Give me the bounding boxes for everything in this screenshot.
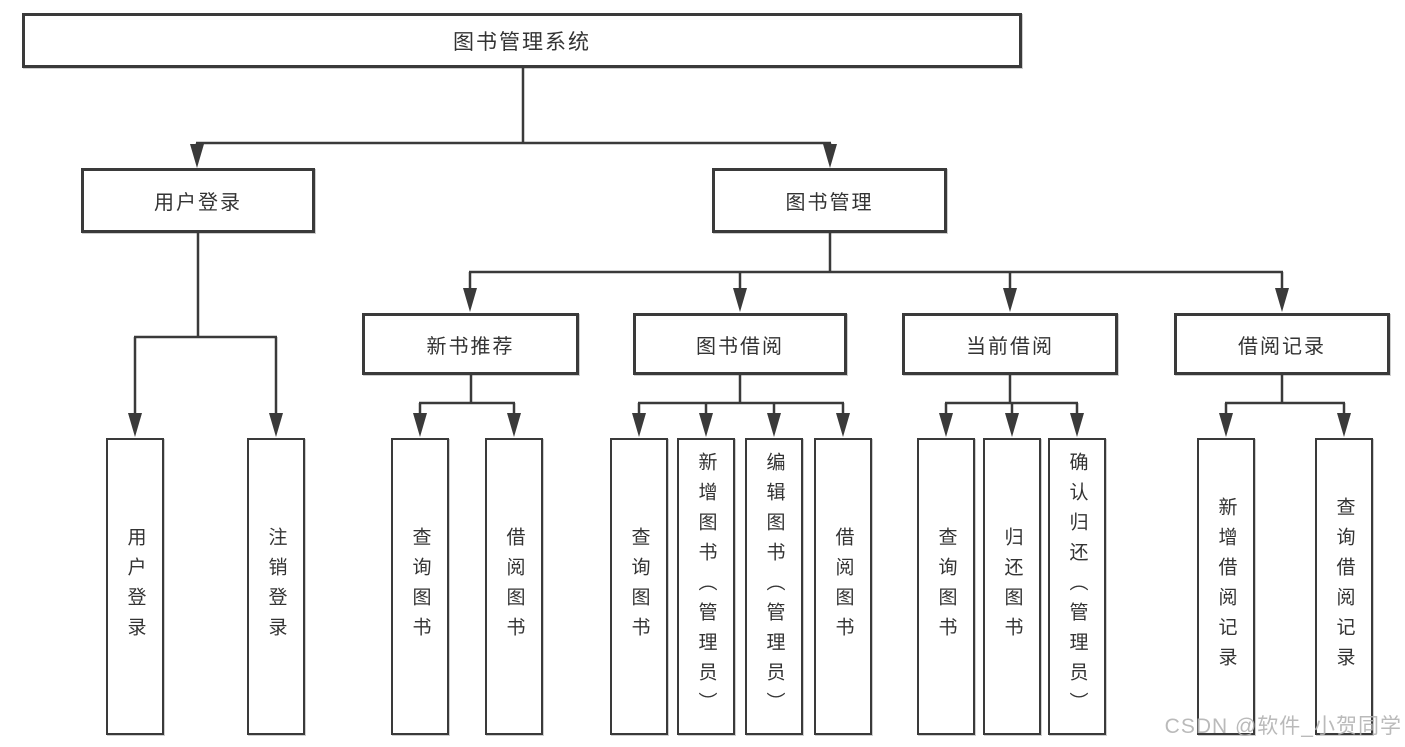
leaf-add-borrow-record: 新增借阅记录 bbox=[1197, 438, 1255, 735]
leaf-label: 用户登录 bbox=[124, 526, 146, 647]
leaf-label: 编辑图书（管理员） bbox=[763, 451, 785, 722]
leaf-label: 新增借阅记录 bbox=[1215, 496, 1237, 677]
leaf-borrow-books-recommend: 借阅图书 bbox=[485, 438, 543, 735]
leaf-query-books-borrowing: 查询图书 bbox=[610, 438, 668, 735]
leaf-label: 查询图书 bbox=[409, 526, 431, 647]
node-user-login: 用户登录 bbox=[81, 168, 315, 233]
node-label: 图书管理系统 bbox=[453, 30, 591, 54]
leaf-label: 确认归还（管理员） bbox=[1066, 451, 1088, 722]
node-label: 图书管理 bbox=[785, 192, 874, 214]
leaf-label: 归还图书 bbox=[1001, 526, 1023, 647]
node-label: 当前借阅 bbox=[966, 335, 1054, 358]
csdn-watermark: CSDN @软件_小贺同学 bbox=[1164, 715, 1402, 738]
leaf-label: 注销登录 bbox=[265, 526, 287, 647]
leaf-label: 查询借阅记录 bbox=[1333, 496, 1355, 677]
leaf-edit-book-admin: 编辑图书（管理员） bbox=[745, 438, 803, 735]
node-label: 借阅记录 bbox=[1238, 335, 1326, 358]
leaf-add-book-admin: 新增图书（管理员） bbox=[677, 438, 735, 735]
leaf-logout: 注销登录 bbox=[247, 438, 305, 735]
leaf-confirm-return-admin: 确认归还（管理员） bbox=[1048, 438, 1106, 735]
node-library-management-system: 图书管理系统 bbox=[22, 13, 1022, 68]
leaf-label: 查询图书 bbox=[628, 526, 650, 647]
node-new-book-recommendation: 新书推荐 bbox=[362, 313, 579, 375]
leaf-query-books-recommend: 查询图书 bbox=[391, 438, 449, 735]
leaf-query-borrow-record: 查询借阅记录 bbox=[1315, 438, 1373, 735]
leaf-return-books: 归还图书 bbox=[983, 438, 1041, 735]
node-borrowing-records: 借阅记录 bbox=[1174, 313, 1390, 375]
node-label: 新书推荐 bbox=[426, 335, 515, 358]
node-label: 用户登录 bbox=[154, 192, 242, 214]
leaf-label: 借阅图书 bbox=[503, 526, 525, 647]
leaf-label: 查询图书 bbox=[935, 526, 957, 647]
leaf-user-login: 用户登录 bbox=[106, 438, 164, 735]
leaf-query-books-current: 查询图书 bbox=[917, 438, 975, 735]
node-label: 图书借阅 bbox=[696, 335, 784, 358]
node-book-management: 图书管理 bbox=[712, 168, 947, 233]
leaf-label: 新增图书（管理员） bbox=[695, 451, 717, 722]
node-book-borrowing: 图书借阅 bbox=[633, 313, 847, 375]
leaf-label: 借阅图书 bbox=[832, 526, 854, 647]
leaf-borrow-books-borrowing: 借阅图书 bbox=[814, 438, 872, 735]
node-current-borrowing: 当前借阅 bbox=[902, 313, 1118, 375]
